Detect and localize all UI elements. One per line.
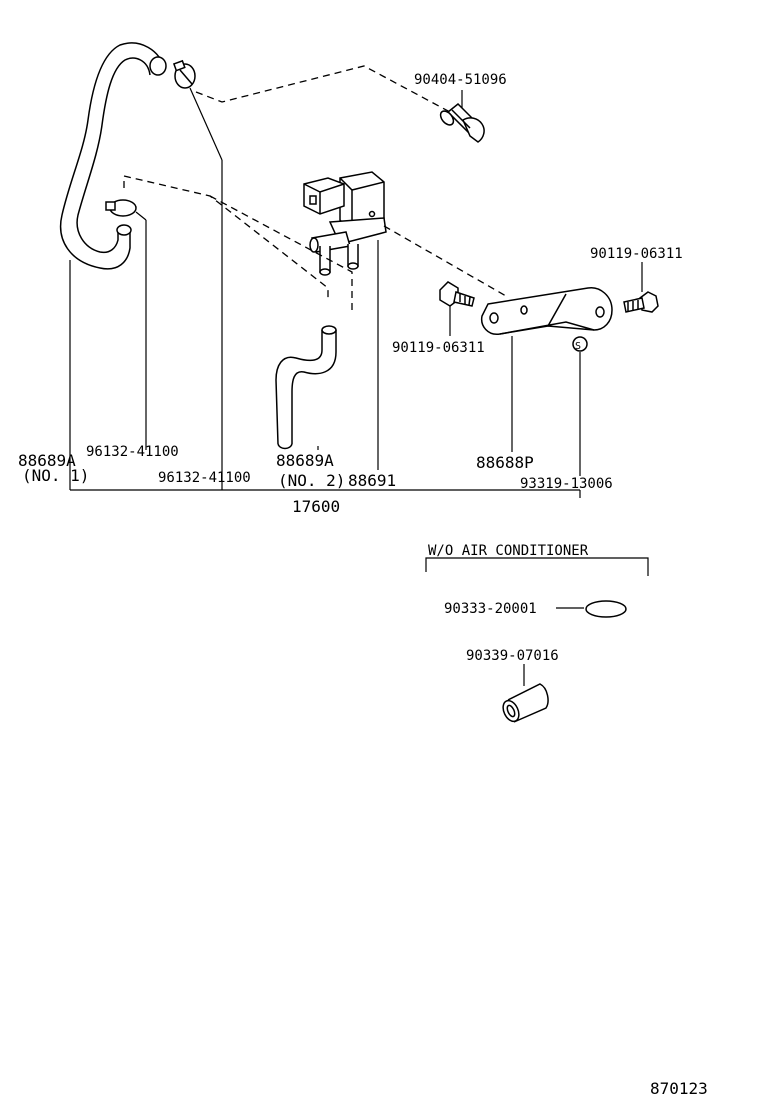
label-17600: 17600: [292, 497, 340, 516]
label-88689A-no1: 88689A: [18, 451, 76, 470]
nut-93319[interactable]: S: [572, 336, 588, 352]
svg-text:S: S: [575, 341, 581, 352]
assembly-lines: [123, 65, 507, 310]
label-88689A-no1-sub: (NO. 1): [22, 466, 89, 485]
label-90333: 90333-20001: [444, 601, 537, 617]
o-ring-90333[interactable]: [585, 600, 627, 618]
label-wo-air-conditioner: W/O AIR CONDITIONER: [428, 543, 589, 559]
hose-no1[interactable]: [60, 42, 167, 270]
label-90119-right: 90119-06311: [590, 246, 683, 262]
vacuum-switching-valve[interactable]: [303, 171, 387, 276]
label-88689A-no2: 88689A: [276, 451, 334, 470]
bolt-left-90119[interactable]: [439, 281, 475, 307]
label-93319: 93319-13006: [520, 476, 613, 492]
hose-90339[interactable]: [500, 683, 549, 724]
diagram-number: 870123: [650, 1079, 708, 1098]
bracket-88688P[interactable]: [480, 287, 613, 335]
bolt-right-90119[interactable]: [623, 291, 659, 313]
label-90339: 90339-07016: [466, 648, 559, 664]
label-96132-lower: 96132-41100: [158, 470, 251, 486]
label-96132-upper: 96132-41100: [86, 444, 179, 460]
clamp-upper[interactable]: [172, 59, 196, 89]
label-88689A-no2-sub: (NO. 2): [278, 471, 345, 490]
leader-lines: [69, 87, 643, 686]
cap-plug-90404[interactable]: [438, 102, 485, 143]
clamp-lower[interactable]: [105, 199, 137, 217]
label-88688P: 88688P: [476, 453, 534, 472]
label-88691: 88691: [348, 471, 396, 490]
label-90404: 90404-51096: [414, 72, 507, 88]
label-90119-left: 90119-06311: [392, 340, 485, 356]
wo-ac-group: [425, 557, 649, 576]
hose-no2[interactable]: [275, 325, 337, 450]
